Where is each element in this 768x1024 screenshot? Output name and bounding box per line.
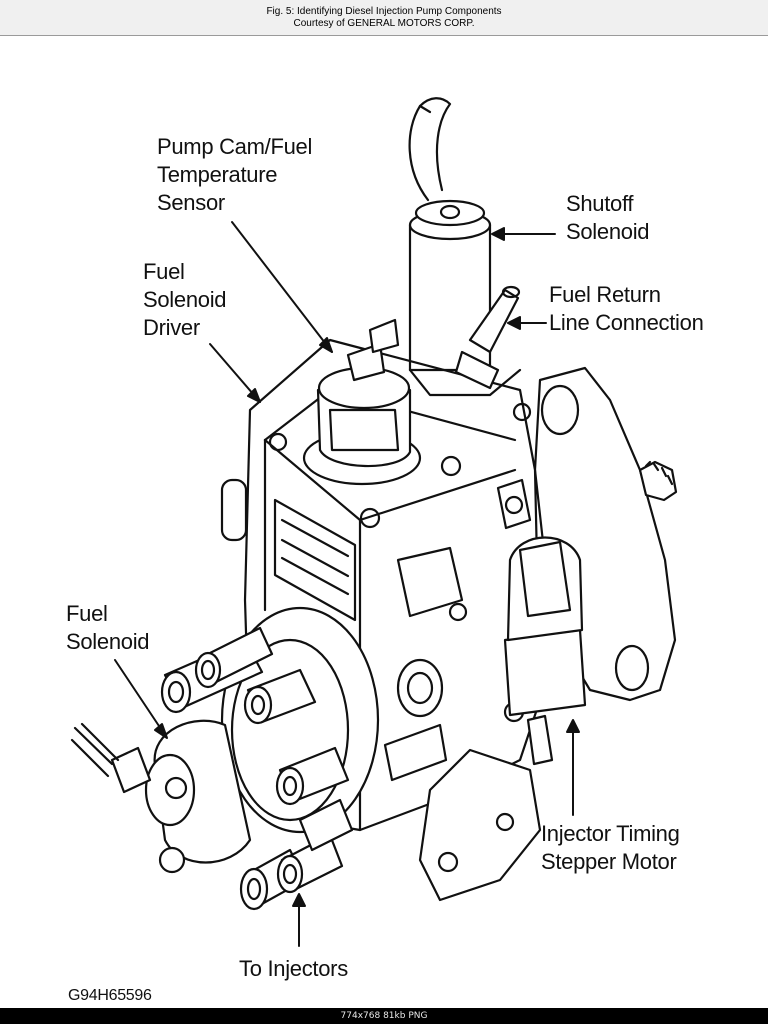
figure-header: Fig. 5: Identifying Diesel Injection Pum…: [0, 0, 768, 36]
fuel-return-connection: [454, 285, 521, 390]
fuel-return-label-line2: Line Connection: [549, 310, 704, 335]
fuel-solenoid: [70, 719, 252, 874]
fuel-solenoid-label-line1: Fuel: [66, 601, 108, 626]
to-injectors-text: To Injectors: [239, 956, 348, 981]
image-info-text: 774x768 81kb PNG: [340, 1011, 428, 1021]
shutoff-label-line2: Solenoid: [566, 219, 650, 244]
figure-courtesy: Courtesy of GENERAL MOTORS CORP.: [293, 18, 475, 29]
pump-cam-sensor-label: Pump Cam/Fuel Temperature Sensor: [157, 133, 312, 217]
fuel-driver-label-line2: Solenoid: [143, 287, 227, 312]
leader-lines: [114, 221, 580, 947]
fuel-solenoid-label-line2: Solenoid: [66, 629, 150, 654]
figure-code: G94H65596: [68, 987, 152, 1004]
fuel-solenoid-label: Fuel Solenoid: [66, 600, 150, 656]
shutoff-solenoid: [408, 97, 522, 397]
shutoff-label-line1: Shutoff: [566, 191, 634, 216]
pump-cam-label-line3: Sensor: [157, 190, 225, 215]
stepper-motor: [503, 536, 587, 766]
fuel-return-label: Fuel Return Line Connection: [549, 281, 704, 337]
fuel-return-label-line1: Fuel Return: [549, 282, 661, 307]
fuel-driver-label-line3: Driver: [143, 315, 200, 340]
pump-cam-label-line2: Temperature: [157, 162, 278, 187]
timing-label-line1: Injector Timing: [541, 821, 680, 846]
to-injectors-label: To Injectors: [239, 955, 348, 983]
shutoff-solenoid-label: Shutoff Solenoid: [566, 190, 650, 246]
pump-cam-label-line1: Pump Cam/Fuel: [157, 134, 313, 159]
fuel-solenoid-driver-label: Fuel Solenoid Driver: [143, 258, 227, 342]
image-info-bar: 774x768 81kb PNG: [0, 1008, 768, 1024]
injector-timing-label: Injector Timing Stepper Motor: [541, 820, 680, 876]
figure-title: Fig. 5: Identifying Diesel Injection Pum…: [266, 6, 502, 17]
temperature-sensor: [302, 318, 422, 486]
timing-label-line2: Stepper Motor: [541, 849, 677, 874]
injector-fittings: [160, 626, 354, 911]
fuel-driver-label-line1: Fuel: [143, 259, 185, 284]
injection-pump-drawing: [70, 97, 678, 947]
